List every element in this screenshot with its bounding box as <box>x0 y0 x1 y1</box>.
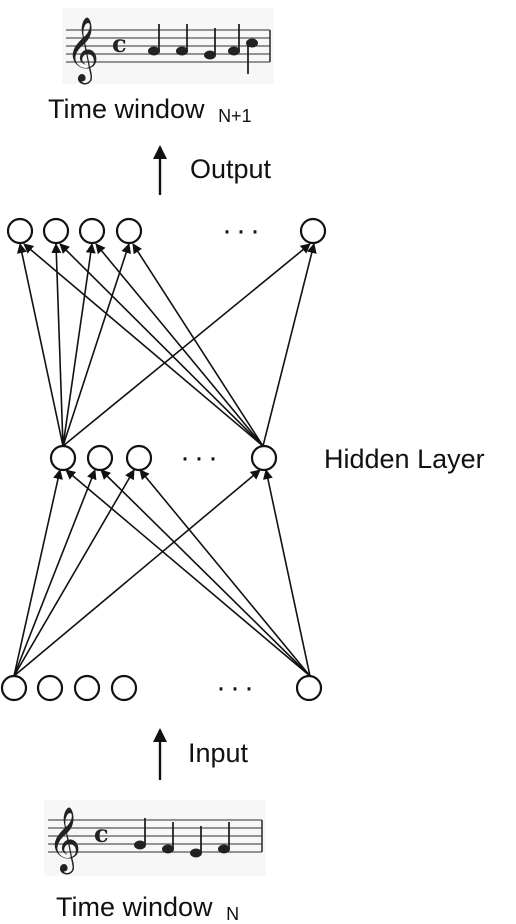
output-node <box>6 217 34 245</box>
input-window-label: Time window N <box>56 892 239 924</box>
treble-clef-icon: 𝄞 <box>66 17 99 84</box>
input-note-sequence <box>134 818 230 858</box>
input-node <box>0 674 28 702</box>
hidden-node <box>49 444 77 472</box>
output-window-subscript: N+1 <box>218 106 252 126</box>
time-signature-label: c <box>94 819 109 848</box>
output-label: Output <box>190 154 272 184</box>
output-node <box>299 217 327 245</box>
time-signature-label: c <box>112 29 127 58</box>
hidden-layer-label: Hidden Layer <box>324 444 485 474</box>
input-layer-ellipsis: ··· <box>216 671 258 704</box>
hidden-layer-ellipsis: ··· <box>180 441 222 474</box>
hidden-layer: ··· <box>49 441 278 474</box>
output-note-sequence <box>148 24 258 74</box>
output-node <box>42 217 70 245</box>
hidden-node <box>86 444 114 472</box>
output-layer: ··· <box>6 214 327 247</box>
output-node <box>78 217 106 245</box>
hidden-node <box>125 444 153 472</box>
input-window-subscript: N <box>226 904 239 924</box>
input-node <box>36 674 64 702</box>
output-music-staff: 𝄞 c <box>62 8 274 84</box>
output-window-main: Time window <box>48 94 205 124</box>
hidden-to-output-edges <box>16 243 317 447</box>
hidden-node <box>250 444 278 472</box>
output-window-label: Time window N+1 <box>48 94 252 126</box>
input-node <box>110 674 138 702</box>
input-window-main: Time window <box>56 892 213 922</box>
input-label: Input <box>188 738 249 768</box>
input-layer: ··· <box>0 671 323 704</box>
input-node <box>295 674 323 702</box>
output-layer-ellipsis: ··· <box>222 214 264 247</box>
input-music-staff: 𝄞 c <box>44 800 266 876</box>
output-node <box>115 217 143 245</box>
input-to-hidden-edges <box>13 469 311 677</box>
treble-clef-icon: 𝄞 <box>48 807 81 874</box>
input-node <box>73 674 101 702</box>
